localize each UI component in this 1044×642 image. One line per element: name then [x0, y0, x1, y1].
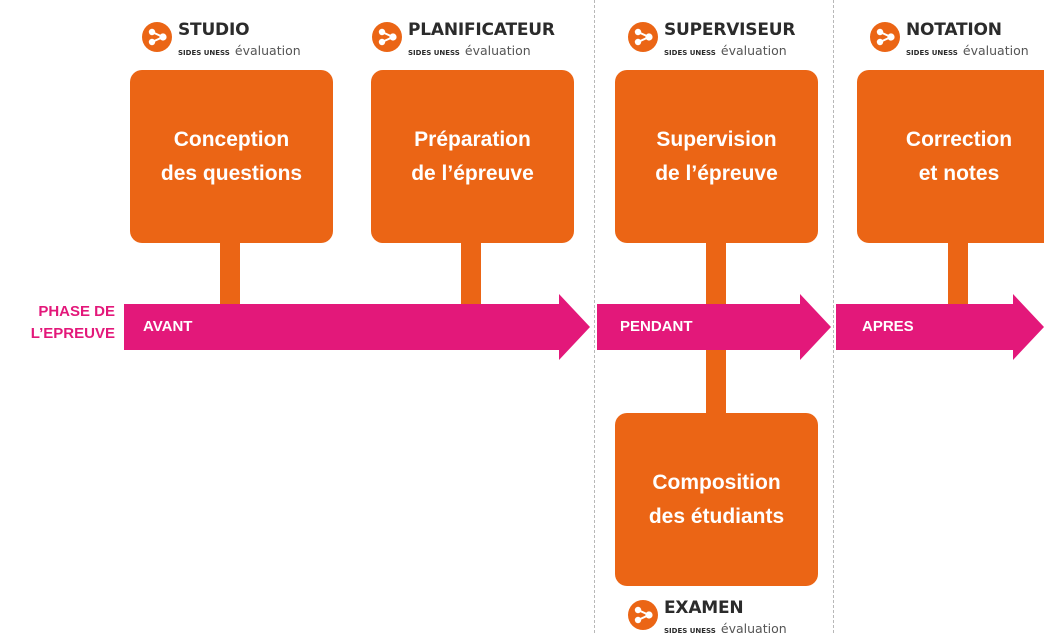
connector-studio: [220, 240, 240, 304]
phase-title-line: PHASE DE: [38, 303, 115, 320]
module-subtitle: SIDES UNESS évaluation: [906, 43, 1029, 58]
module-name: NOTATION: [906, 20, 1002, 40]
stage-pendant: PENDANT: [620, 318, 693, 335]
box-line: et notes: [918, 161, 1000, 185]
module-name: SUPERVISEUR: [664, 20, 796, 40]
module-subtitle: SIDES UNESS évaluation: [408, 43, 531, 58]
box-composition: Composition des étudiants: [615, 413, 818, 586]
box-line: Composition: [652, 470, 781, 494]
sides-logo-icon: [372, 22, 402, 52]
module-name: STUDIO: [178, 20, 250, 40]
separator-before-pendant: [594, 0, 595, 633]
connector-examen: [706, 350, 726, 416]
box-line: des étudiants: [648, 504, 785, 528]
sides-logo-icon: [628, 22, 658, 52]
stage-avant: AVANT: [143, 318, 193, 335]
sides-logo-icon: [628, 600, 658, 630]
connector-planificateur: [461, 240, 481, 304]
sides-logo-icon: [142, 22, 172, 52]
box-line: de l’épreuve: [411, 161, 534, 185]
connector-superviseur: [706, 240, 726, 304]
box-line: Correction: [905, 127, 1013, 151]
box-conception: Conception des questions: [130, 70, 333, 243]
arrow-pendant: [597, 294, 831, 360]
connector-notation: [948, 240, 968, 304]
module-subtitle: SIDES UNESS évaluation: [664, 43, 787, 58]
box-line: Supervision: [656, 127, 777, 151]
module-name: EXAMEN: [664, 598, 744, 618]
phase-title-line: L’EPREUVE: [30, 325, 115, 342]
stage-apres: APRES: [862, 318, 914, 335]
box-line: des questions: [160, 161, 303, 185]
arrow-avant: [124, 294, 590, 360]
module-subtitle: SIDES UNESS évaluation: [664, 621, 787, 636]
box-correction: Correction et notes: [857, 70, 1044, 243]
module-name: PLANIFICATEUR: [408, 20, 555, 40]
box-supervision: Supervision de l’épreuve: [615, 70, 818, 243]
sides-logo-icon: [870, 22, 900, 52]
box-preparation: Préparation de l’épreuve: [371, 70, 574, 243]
arrow-apres: [836, 294, 1044, 360]
module-subtitle: SIDES UNESS évaluation: [178, 43, 301, 58]
box-line: Préparation: [414, 127, 531, 151]
separator-before-apres: [833, 0, 834, 633]
box-line: de l’épreuve: [655, 161, 778, 185]
phase-title: PHASE DE L’EPREUVE: [0, 301, 115, 345]
box-line: Conception: [173, 127, 290, 151]
